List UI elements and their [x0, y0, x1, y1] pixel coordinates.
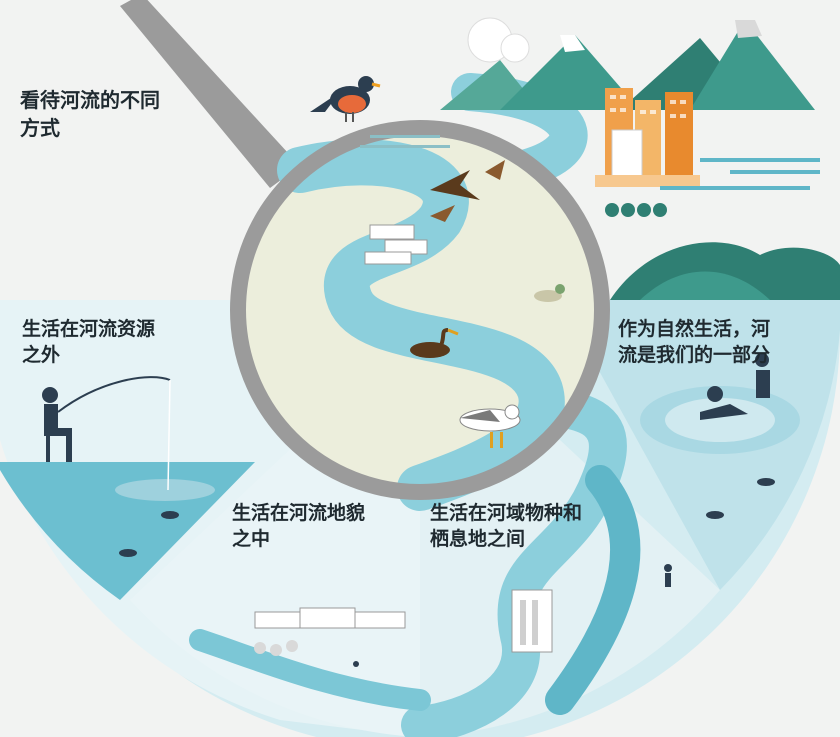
river-branch	[189, 629, 431, 711]
village-icon	[364, 251, 412, 265]
tree-icon	[270, 644, 282, 656]
city-building-icon	[665, 92, 693, 180]
tree-icon	[286, 640, 298, 652]
segment-within-bg	[130, 440, 420, 737]
lens-lines	[360, 135, 450, 148]
person-icon	[664, 564, 672, 572]
dam-icon	[511, 564, 672, 653]
swimmer-icon	[700, 353, 770, 420]
magnifier-frame	[230, 120, 610, 500]
snowcap	[735, 20, 762, 38]
fishing-ripple	[115, 479, 215, 501]
person-icon	[353, 661, 359, 667]
pool-ripple	[665, 398, 775, 442]
magnifying-glass-icon	[120, 0, 610, 511]
city-base	[595, 175, 700, 187]
segment-label-outside: 生活在河流资源 之外	[22, 318, 156, 366]
snowcap	[560, 35, 585, 52]
lines	[660, 158, 820, 190]
segment-between-bg	[420, 440, 720, 737]
hill-icon	[640, 271, 770, 300]
mountain-icon	[690, 20, 815, 110]
tree-icon	[605, 203, 619, 217]
tree-icon	[621, 203, 635, 217]
lens-river	[277, 139, 565, 511]
magnifier-lens	[238, 128, 602, 492]
river-delta	[545, 465, 641, 715]
trees	[605, 203, 667, 217]
hawk-icon	[430, 160, 505, 222]
fisherman-icon	[42, 376, 171, 491]
segment-label-between: 生活在河域物种和 栖息地之间	[430, 502, 583, 550]
swan-icon	[410, 328, 459, 358]
segment-label-within: 生活在河流地貌 之中	[232, 502, 366, 550]
fish-icon	[119, 478, 775, 557]
seagull-icon	[459, 404, 521, 448]
magnifier-handle	[120, 0, 300, 188]
tree-icon	[653, 203, 667, 217]
tree-icon	[254, 642, 266, 654]
village-icon	[254, 607, 406, 667]
person-icon	[665, 573, 671, 587]
tree-icon	[637, 203, 651, 217]
robin-bird-icon	[310, 76, 381, 122]
mountains	[440, 20, 840, 300]
village-in-lens	[364, 224, 428, 265]
village-icon	[369, 224, 415, 240]
city	[467, 17, 820, 217]
windows	[610, 95, 686, 118]
cloud-icon	[500, 33, 530, 63]
diagram-title: 看待河流的不同 方式	[20, 88, 160, 140]
duck-icon	[534, 284, 565, 302]
segment-label-part-of: 作为自然生活，河 流是我们的一部分	[618, 318, 771, 366]
